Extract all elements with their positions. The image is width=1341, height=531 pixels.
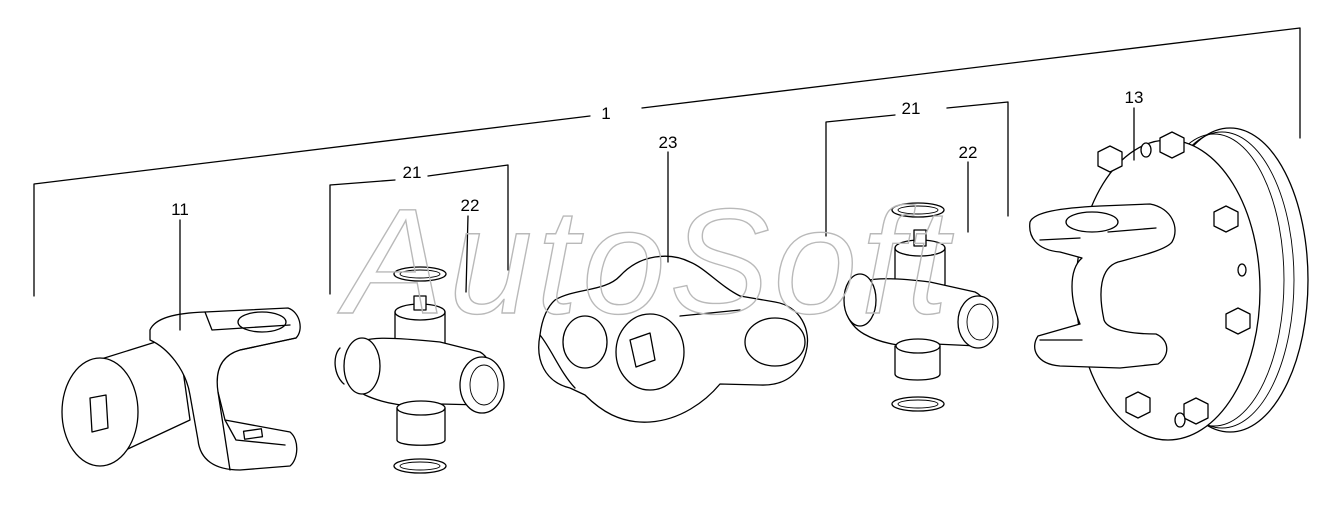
- label-bearing-left: 22: [461, 196, 480, 215]
- universal-joint-cross-left: [334, 266, 505, 474]
- label-flange: 13: [1125, 88, 1144, 107]
- ujoint-bracket-right-r: [946, 101, 1009, 217]
- leader-bearing-left: [465, 215, 469, 293]
- ujoint-bracket-left: [329, 179, 396, 295]
- ujoint-bracket-right: [825, 114, 896, 237]
- label-centering: 23: [659, 133, 678, 152]
- ujoint-bracket-left-r: [427, 164, 509, 271]
- label-ujoint-right: 21: [902, 99, 921, 118]
- watermark: AutoSoft: [337, 177, 954, 345]
- label-ujoint-left: 21: [403, 163, 422, 182]
- label-assembly: 1: [601, 104, 610, 123]
- flange-yoke-part: [1029, 127, 1309, 441]
- centering-yoke-part: [538, 255, 809, 423]
- universal-joint-cross-right: [843, 202, 999, 412]
- label-bearing-right: 22: [959, 143, 978, 162]
- slip-yoke-part: [61, 307, 301, 471]
- assembly-bracket-left: [33, 115, 591, 297]
- label-yoke: 11: [171, 200, 189, 219]
- assembly-bracket-right: [641, 27, 1301, 139]
